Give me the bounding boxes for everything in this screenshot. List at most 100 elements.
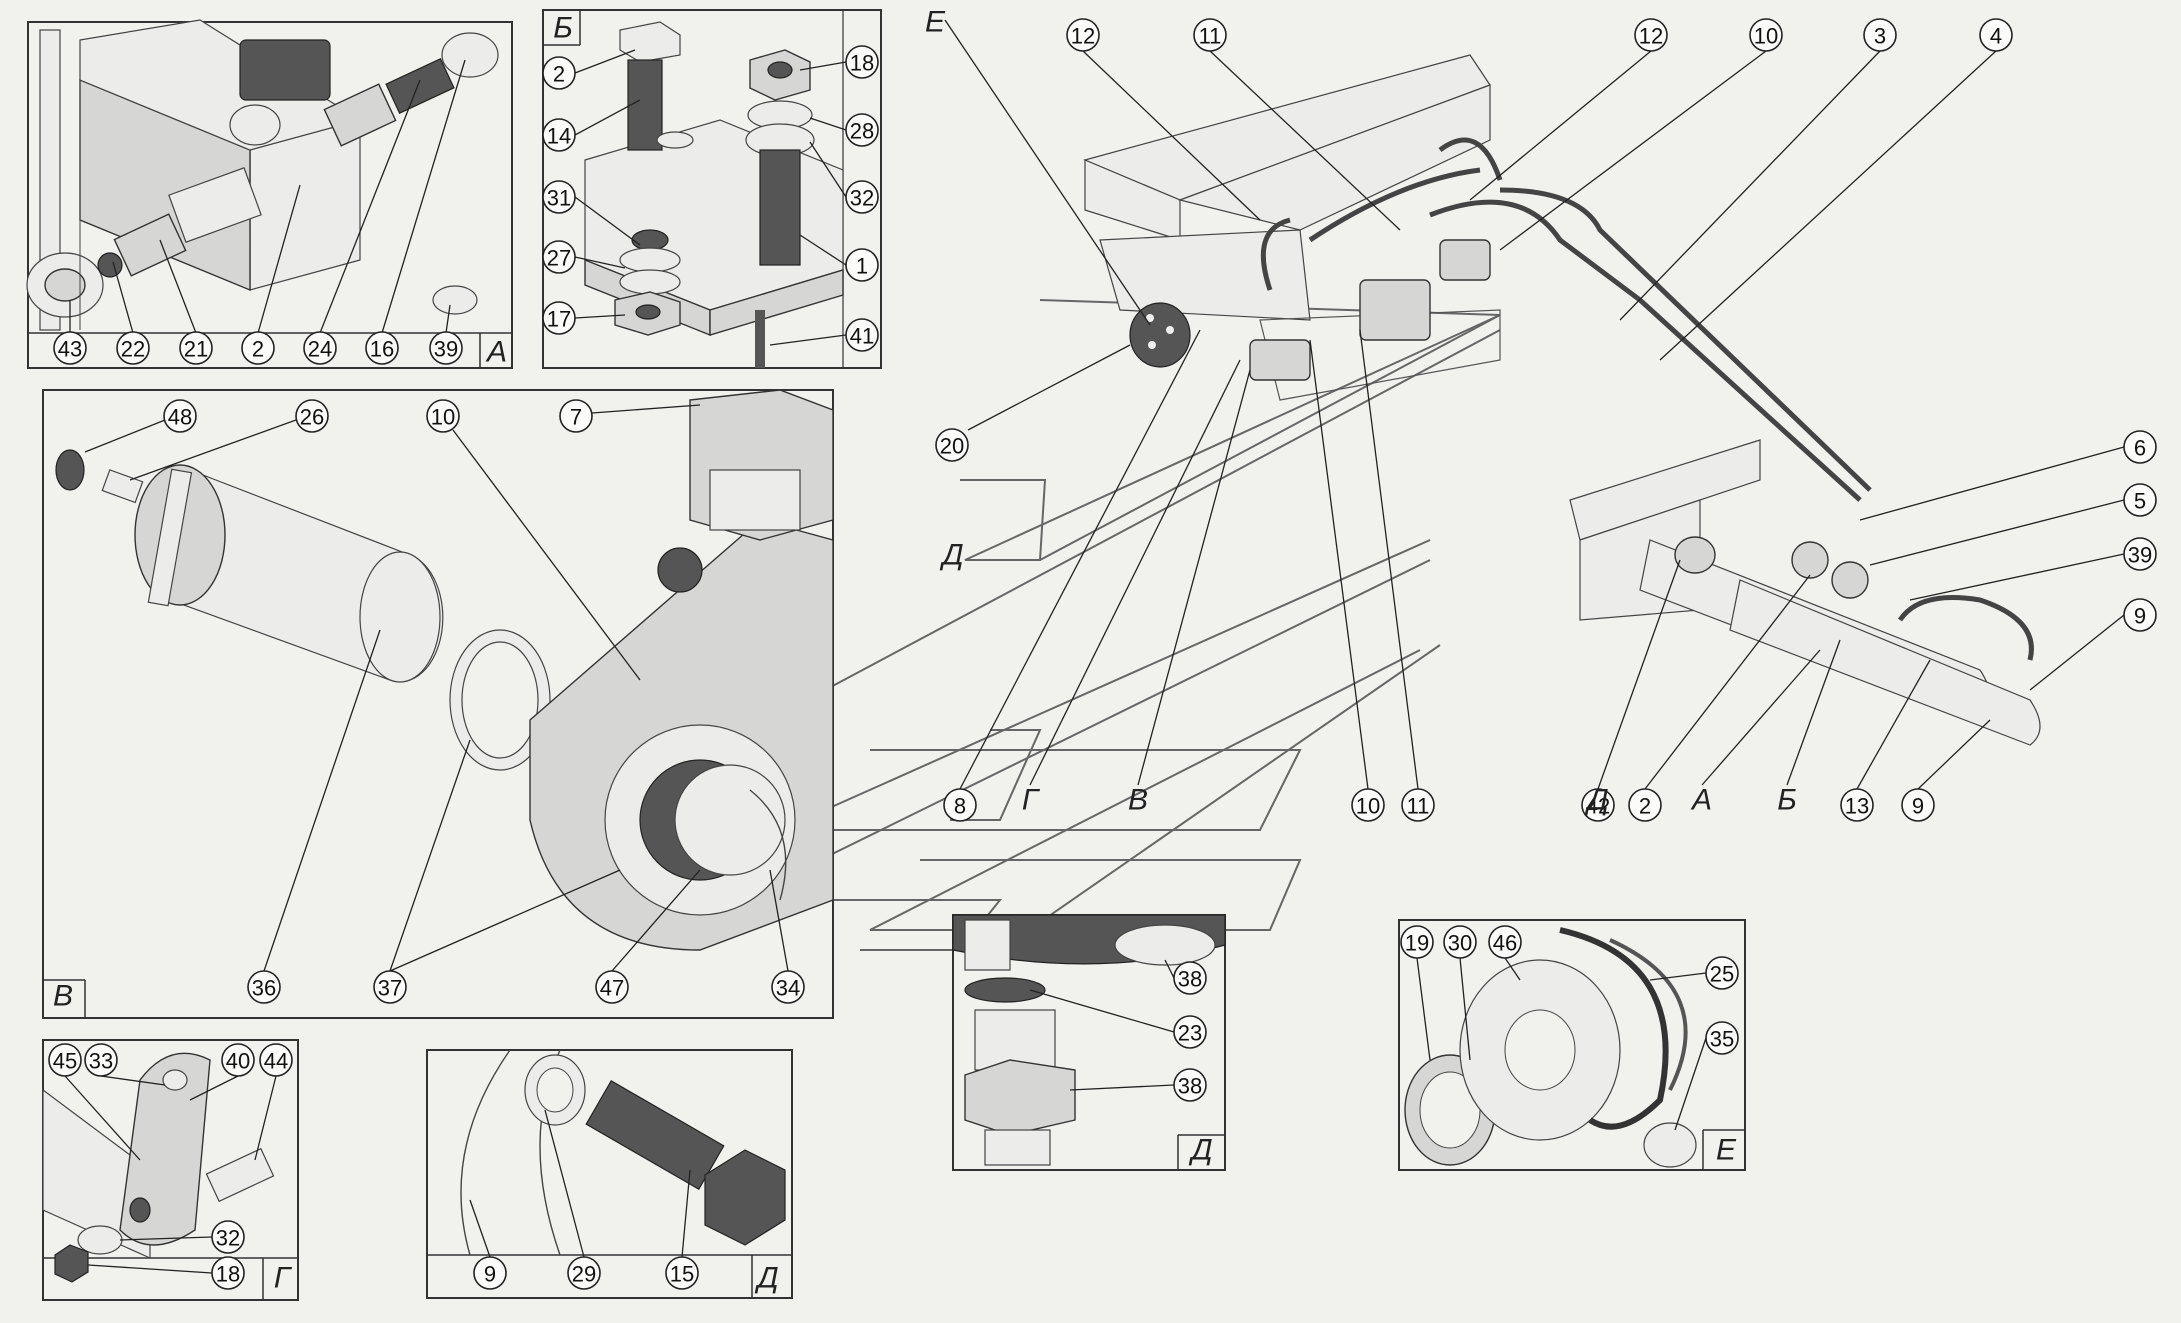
callout-circle — [211, 1256, 245, 1290]
callout-number: 19 — [1405, 931, 1429, 956]
callout-c-m-11a: 11 — [1193, 18, 1227, 52]
callout-c-m-3: 3 — [1863, 18, 1897, 52]
callout-circle — [567, 1256, 601, 1290]
callout-c-m-13: 13 — [1840, 788, 1874, 822]
callout-c-b-41: 41 — [845, 318, 879, 352]
callout-c-b-18: 18 — [845, 45, 879, 79]
callout-c-b-17: 17 — [542, 301, 576, 335]
callout-circle — [542, 56, 576, 90]
callout-circle — [1749, 18, 1783, 52]
callout-number: 31 — [547, 186, 571, 211]
callout-number: 39 — [434, 337, 458, 362]
callout-number: 44 — [264, 1049, 288, 1074]
callout-circle — [1634, 18, 1668, 52]
callout-circle — [1581, 788, 1615, 822]
view-letter-vl-b: Б — [553, 12, 573, 45]
callout-c-g-33: 33 — [84, 1043, 118, 1077]
callout-number: 20 — [940, 434, 964, 459]
callout-circle — [2123, 430, 2157, 464]
callout-c-a-2: 2 — [241, 331, 275, 365]
view-letter-vl-a: А — [485, 336, 507, 369]
callout-number: 11 — [1199, 24, 1222, 49]
callout-c-a-39: 39 — [429, 331, 463, 365]
view-letter-vl-m-g: Г — [1022, 784, 1041, 817]
callout-number: 28 — [850, 119, 874, 144]
callout-circle — [845, 45, 879, 79]
callout-c-m-6: 6 — [2123, 430, 2157, 464]
callout-circle — [595, 970, 629, 1004]
callout-number: 21 — [184, 337, 208, 362]
view-g-detail — [42, 1039, 299, 1301]
callout-number: 15 — [670, 1262, 694, 1287]
callout-number: 23 — [1178, 1021, 1202, 1046]
callout-c-a-24: 24 — [303, 331, 337, 365]
callout-c-m-4: 4 — [1979, 18, 2013, 52]
callout-circle — [163, 399, 197, 433]
callout-number: 14 — [547, 124, 571, 149]
callout-number: 33 — [89, 1049, 113, 1074]
callout-c-b-14: 14 — [542, 118, 576, 152]
callout-c-g-32: 32 — [211, 1220, 245, 1254]
callout-number: 35 — [1710, 1027, 1734, 1052]
callout-c-m-2: 2 — [1628, 788, 1662, 822]
view-letter-vl-m-d2: Д — [1584, 784, 1608, 817]
callout-circle — [2123, 598, 2157, 632]
callout-number: 26 — [300, 405, 324, 430]
callout-c-m-10b: 10 — [1351, 788, 1385, 822]
callout-number: 2 — [252, 337, 264, 362]
callout-circle — [1901, 788, 1935, 822]
callout-number: 41 — [850, 324, 874, 349]
callout-number: 25 — [1710, 962, 1734, 987]
view-letter-vl-m-e: Е — [925, 6, 946, 39]
callout-circle — [473, 1256, 507, 1290]
callout-c-m-8: 8 — [943, 788, 977, 822]
callout-c-d1-9: 9 — [473, 1256, 507, 1290]
view-letter-vl-d2: Д — [1188, 1134, 1212, 1167]
callout-circle — [53, 331, 87, 365]
callout-number: 2 — [1639, 794, 1651, 819]
main-assembly — [944, 19, 2125, 790]
callout-circle — [221, 1043, 255, 1077]
callout-c-v-34: 34 — [771, 970, 805, 1004]
callout-c-b-31: 31 — [542, 180, 576, 214]
callout-number: 5 — [2134, 489, 2146, 514]
callout-c-b-27: 27 — [542, 240, 576, 274]
callout-circle — [1705, 1021, 1739, 1055]
callout-c-e-46: 46 — [1488, 925, 1522, 959]
callout-c-b-32: 32 — [845, 180, 879, 214]
callout-c-m-39: 39 — [2123, 537, 2157, 571]
callout-c-m-11b: 11 — [1401, 788, 1435, 822]
callout-c-v-26: 26 — [295, 399, 329, 433]
callout-circle — [1488, 925, 1522, 959]
view-letter-vl-e: Е — [1716, 1134, 1737, 1167]
callout-number: 32 — [850, 186, 874, 211]
view-letter-vl-m-a: А — [1690, 784, 1712, 817]
callout-number: 3 — [1874, 24, 1886, 49]
view-a-detail — [26, 19, 513, 369]
callout-circle — [1840, 788, 1874, 822]
callout-c-g-40: 40 — [221, 1043, 255, 1077]
callout-circle — [241, 331, 275, 365]
callout-number: 24 — [308, 337, 332, 362]
callout-c-d1-15: 15 — [665, 1256, 699, 1290]
callout-circle — [179, 331, 213, 365]
callout-circle — [1066, 18, 1100, 52]
callout-c-e-35: 35 — [1705, 1021, 1739, 1055]
view-letter-vl-m-d: Д — [939, 539, 963, 572]
view-e-detail — [1398, 919, 1746, 1171]
callout-number: 9 — [1912, 794, 1924, 819]
callout-circle — [48, 1043, 82, 1077]
callout-circle — [247, 970, 281, 1004]
callout-number: 40 — [226, 1049, 250, 1074]
callout-c-m-20: 20 — [935, 428, 969, 462]
callout-number: 12 — [1071, 24, 1095, 49]
callout-number: 10 — [431, 405, 455, 430]
callout-circle — [429, 331, 463, 365]
callout-circle — [542, 301, 576, 335]
callout-circle — [373, 970, 407, 1004]
callout-number: 42 — [1586, 794, 1610, 819]
callout-c-m-10a: 10 — [1749, 18, 1783, 52]
callout-circle — [426, 399, 460, 433]
callout-c-v-48: 48 — [163, 399, 197, 433]
